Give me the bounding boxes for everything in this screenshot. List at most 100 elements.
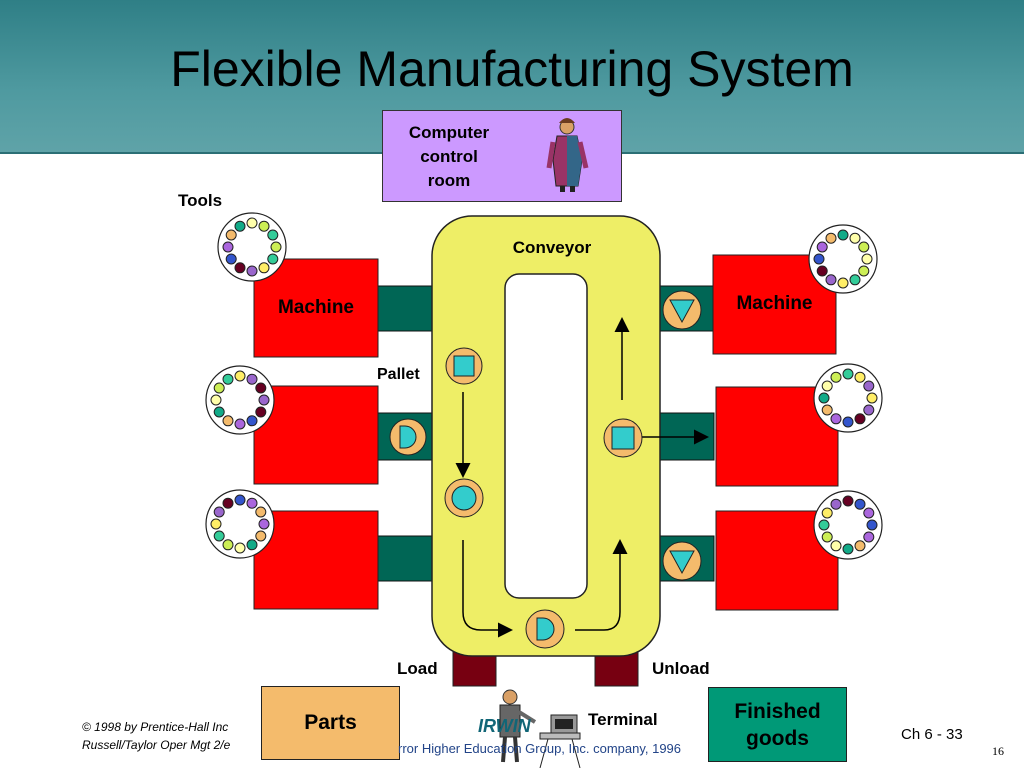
tool-dot (246, 415, 258, 427)
copyright-line-2: Russell/Taylor Oper Mgt 2/e (82, 738, 231, 752)
tool-dot (830, 413, 842, 425)
connector-left-bottom (377, 535, 433, 582)
machine-right-label: Machine (736, 293, 813, 314)
tool-dot (246, 539, 258, 551)
tool-dot (255, 406, 267, 418)
conveyor-center (504, 273, 588, 599)
tool-dot (225, 253, 237, 265)
finished-goods-label: Finished goods (734, 699, 821, 750)
tool-dot (234, 262, 246, 274)
conveyor-label: Conveyor (512, 238, 592, 257)
pallet-halfcircle-bottom (525, 609, 565, 649)
machine-left-top (253, 258, 379, 358)
tool-magazine-ring (205, 365, 275, 435)
parts-box: Parts (261, 686, 400, 760)
tool-dot (246, 373, 258, 385)
tool-dot (234, 494, 246, 506)
tool-dot (258, 518, 270, 530)
load-label: Load (397, 659, 438, 678)
publisher-logo-text: IRWIN (478, 716, 531, 736)
publisher-credit: rror Higher Education Group, Inc. compan… (398, 741, 682, 756)
tool-dot (830, 498, 842, 510)
tool-dot (255, 530, 267, 542)
parts-label: Parts (304, 711, 357, 734)
tool-dot (842, 368, 854, 380)
tool-dot (818, 392, 830, 404)
tool-dot (213, 382, 225, 394)
connector-left-top (377, 285, 433, 332)
pallet-triangle-top-right (662, 290, 702, 330)
tool-dot (246, 265, 258, 277)
machine-left-label: Machine (277, 297, 355, 318)
tool-dot (213, 506, 225, 518)
tool-dot (258, 394, 270, 406)
machine-left-bottom (253, 510, 379, 610)
pallet-circle (444, 478, 484, 518)
tool-dot (821, 531, 833, 543)
tool-dot (813, 253, 825, 265)
machine-left-mid (253, 385, 379, 485)
tool-dot (830, 371, 842, 383)
tool-dot (821, 507, 833, 519)
pallet-label: Pallet (377, 366, 420, 383)
tool-dot (213, 406, 225, 418)
tool-dot (849, 232, 861, 244)
tool-dot (270, 241, 282, 253)
tool-dot (210, 394, 222, 406)
tool-dot (818, 519, 830, 531)
tool-dot (825, 232, 837, 244)
chapter-reference: Ch 6 - 33 (901, 726, 963, 743)
pallet-square-left (445, 347, 483, 385)
flow-arrow-bottom-left (462, 540, 513, 638)
copyright-line-1: © 1998 by Prentice-Hall Inc (82, 720, 229, 734)
tool-dot (866, 392, 878, 404)
tool-dot (858, 241, 870, 253)
tool-magazine-ring (217, 212, 287, 282)
tool-dot (861, 253, 873, 265)
tool-dot (837, 229, 849, 241)
tool-dot (234, 542, 246, 554)
tool-dot (222, 415, 234, 427)
tool-dot (854, 498, 866, 510)
tool-dot (210, 518, 222, 530)
tool-dot (863, 507, 875, 519)
tool-dot (816, 241, 828, 253)
tool-dot (830, 540, 842, 552)
tool-dot (854, 413, 866, 425)
tool-dot (234, 370, 246, 382)
copyright-text: © 1998 by Prentice-Hall Inc Russell/Tayl… (82, 718, 254, 754)
tool-dot (222, 241, 234, 253)
tool-dot (234, 418, 246, 430)
computer-control-room-label: Computer control room (408, 123, 490, 190)
tool-dot (222, 539, 234, 551)
tool-dot (267, 229, 279, 241)
finished-goods-box: Finished goods (708, 687, 847, 762)
tool-dot (825, 274, 837, 286)
pallet-halfcircle-left (389, 418, 427, 456)
tool-dot (821, 380, 833, 392)
tool-dot (234, 220, 246, 232)
tool-magazine-ring (205, 489, 275, 559)
tool-dot (255, 382, 267, 394)
tool-dot (821, 404, 833, 416)
tool-dot (258, 262, 270, 274)
tool-dot (222, 497, 234, 509)
tool-magazine-ring (813, 490, 883, 560)
tool-dot (225, 229, 237, 241)
tool-dot (863, 404, 875, 416)
tool-dot (816, 265, 828, 277)
computer-terminal-icon (539, 714, 581, 768)
tool-dot (842, 543, 854, 555)
tool-dot (858, 265, 870, 277)
tool-dot (258, 220, 270, 232)
tool-dot (863, 380, 875, 392)
tool-dot (246, 217, 258, 229)
tool-dot (866, 519, 878, 531)
terminal-label: Terminal (588, 710, 658, 729)
tool-dot (255, 506, 267, 518)
tool-dot (837, 277, 849, 289)
tool-dot (842, 495, 854, 507)
pallet-square-right (603, 418, 643, 458)
tool-magazine-ring (813, 363, 883, 433)
